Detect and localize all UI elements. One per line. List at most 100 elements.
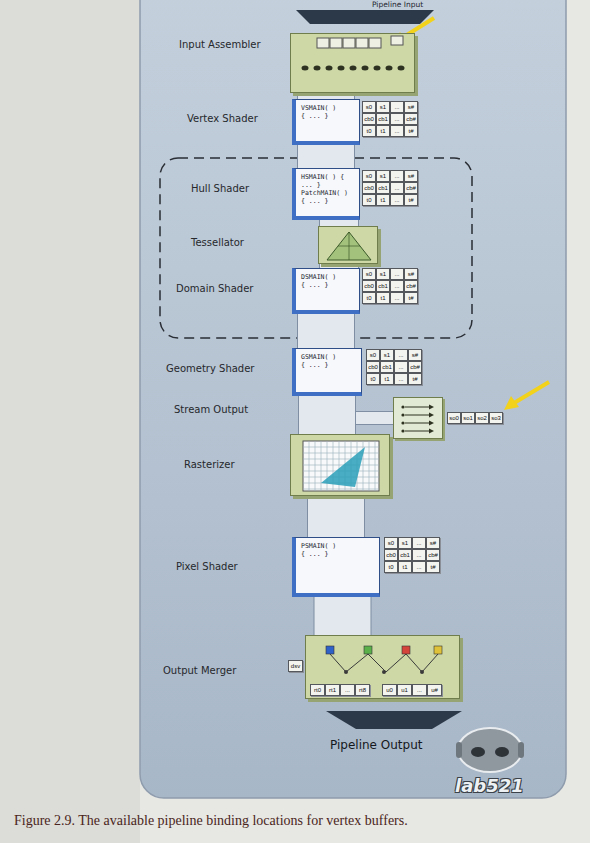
stage-box: Input Assembler — [290, 33, 415, 93]
register-slot: ... — [390, 125, 404, 137]
shader-code: DSMAIN( ) { ... } — [301, 273, 341, 289]
register-slot: cb# — [426, 549, 440, 561]
stage-illustration — [306, 636, 461, 700]
register-slot: ... — [412, 561, 426, 573]
shader-stage-box: Vertex ShaderVSMAIN( ) { ... } — [292, 99, 360, 145]
page-shade — [0, 0, 140, 843]
shader-stage-box: Domain ShaderDSMAIN( ) { ... } — [292, 268, 360, 314]
register-slot: cb1 — [376, 280, 390, 292]
register-slot: cb1 — [398, 549, 412, 561]
register-slot: ... — [412, 537, 426, 549]
register-slot: so2 — [475, 412, 489, 424]
pipeline-column-edge — [314, 597, 372, 635]
tessellation-region — [160, 158, 472, 338]
register-slot: cb0 — [362, 280, 376, 292]
register-slot: cb1 — [380, 361, 394, 373]
register-slot: cb1 — [376, 113, 390, 125]
shader-code: PSMAIN( ) { ... } — [301, 542, 341, 558]
pipeline-column-edge — [298, 396, 356, 434]
register-slot: cb# — [408, 361, 422, 373]
stage-illustration — [319, 227, 379, 265]
register-slot: ... — [394, 373, 408, 385]
register-slot: ... — [412, 549, 426, 561]
register-slot: ... — [390, 194, 404, 206]
shader-code: VSMAIN( ) { ... } — [301, 104, 341, 120]
pipeline-connector — [327, 396, 328, 434]
register-slot: t# — [404, 125, 418, 137]
register-slot: t1 — [376, 125, 390, 137]
pipeline-connector — [326, 314, 327, 348]
register-slot: s1 — [376, 268, 390, 280]
register-slot: s1 — [380, 349, 394, 361]
register-slot: cb0 — [362, 182, 376, 194]
register-slot: t# — [426, 561, 440, 573]
register-slot: s0 — [366, 349, 380, 361]
register-slot: dsv — [288, 660, 303, 672]
register-slot: t0 — [362, 125, 376, 137]
stage-label: Rasterizer — [184, 459, 235, 470]
watermark-icon — [456, 728, 524, 772]
register-slot: s0 — [384, 537, 398, 549]
register-slot: s1 — [398, 537, 412, 549]
register-slot: t1 — [380, 373, 394, 385]
shader-code: GSMAIN( ) { ... } — [301, 353, 341, 369]
stage-box: Stream Output — [393, 397, 443, 439]
pipeline-connector — [326, 145, 327, 168]
output-arrow — [326, 711, 462, 729]
register-slot: ... — [390, 268, 404, 280]
register-slot: cb# — [404, 280, 418, 292]
register-slot: ... — [390, 182, 404, 194]
register-slot: cb1 — [376, 182, 390, 194]
register-slot: s# — [408, 349, 422, 361]
register-slot: s1 — [376, 170, 390, 182]
pipeline-input-label: Pipeline Input — [372, 0, 423, 9]
register-slot: ... — [394, 349, 408, 361]
register-slot: ... — [390, 292, 404, 304]
stage-label: Hull Shader — [191, 183, 249, 194]
register-slot: s# — [404, 101, 418, 113]
stage-label: Input Assembler — [179, 39, 261, 50]
register-slot: t# — [404, 194, 418, 206]
register-slot: t0 — [362, 292, 376, 304]
stage-label: Geometry Shader — [166, 363, 254, 374]
pipeline-column — [308, 496, 364, 537]
register-slot: cb# — [404, 182, 418, 194]
pipeline-connector — [342, 597, 343, 635]
stage-box: Tessellator — [318, 226, 378, 264]
pipeline-column — [298, 314, 354, 348]
register-slot: cb0 — [362, 113, 376, 125]
stage-illustration — [394, 398, 444, 440]
register-slot: s1 — [376, 101, 390, 113]
pipeline-column-edge — [297, 145, 355, 168]
register-slot: s0 — [362, 101, 376, 113]
register-slot: t1 — [376, 194, 390, 206]
register-slot: t0 — [362, 194, 376, 206]
figure-caption: Figure 2.9. The available pipeline bindi… — [14, 813, 408, 829]
stage-box: Rasterizer — [290, 434, 390, 496]
stage-label: Domain Shader — [176, 283, 253, 294]
register-slot: t1 — [398, 561, 412, 573]
watermark: lab521 — [455, 775, 524, 796]
register-slot: s# — [426, 537, 440, 549]
register-slot: t# — [408, 373, 422, 385]
stage-label: Stream Output — [174, 404, 248, 415]
register-slot: s0 — [362, 170, 376, 182]
input-arrow — [296, 10, 434, 24]
pipeline-panel — [140, 0, 566, 798]
pipeline-column-edge — [297, 314, 355, 348]
stage-illustration — [291, 435, 391, 497]
register-slot: t0 — [366, 373, 380, 385]
register-slot: ... — [394, 361, 408, 373]
register-slot: so0 — [447, 412, 461, 424]
pipeline-output-label: Pipeline Output — [330, 738, 422, 752]
stage-box: Output Merger — [305, 635, 460, 699]
register-slot: t0 — [384, 561, 398, 573]
shader-stage-box: Geometry ShaderGSMAIN( ) { ... } — [292, 348, 362, 396]
pipeline-connector — [336, 496, 337, 537]
stage-label: Tessellator — [191, 237, 244, 248]
shader-stage-box: Hull ShaderHSMAIN( ) { ... } PatchMAIN( … — [292, 168, 360, 220]
register-slot: cb0 — [384, 549, 398, 561]
pipeline-column — [315, 597, 371, 635]
register-slot: cb0 — [366, 361, 380, 373]
